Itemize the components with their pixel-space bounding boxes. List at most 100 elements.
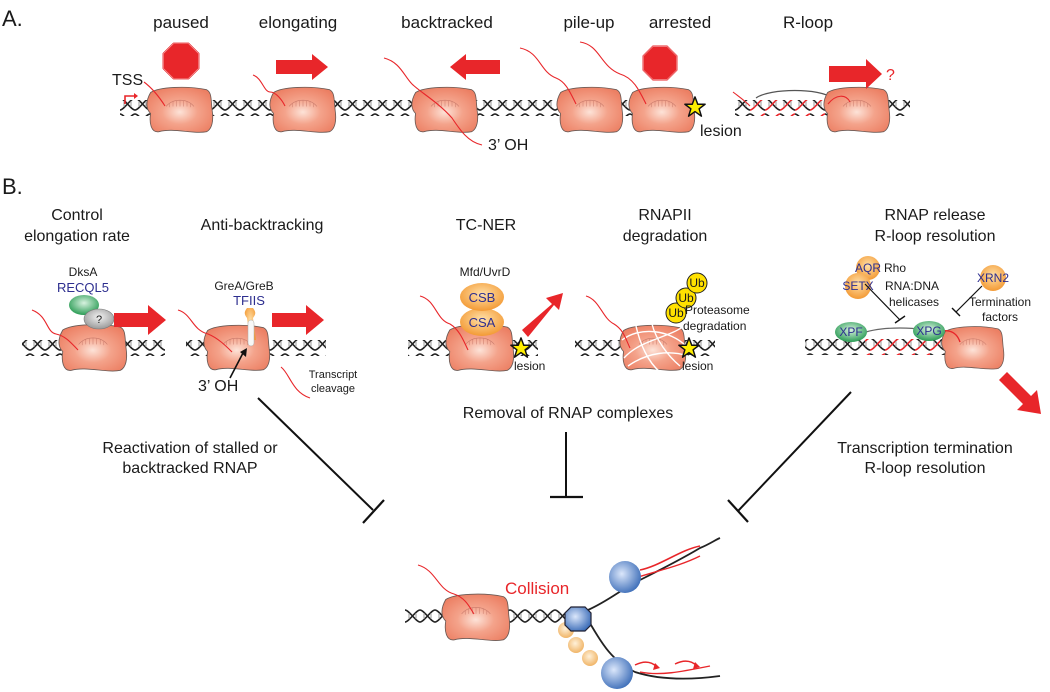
dna-rna-hybrid-a	[750, 100, 830, 116]
arrow-right-icon	[114, 305, 166, 335]
replisome-polymerase-bottom	[601, 657, 633, 689]
outcome-left: Reactivation of stalled or	[102, 440, 278, 457]
rnap-pile-up	[556, 86, 624, 133]
state-label-r-loop: R-loop	[783, 13, 833, 32]
inhibition-line-right	[737, 391, 852, 512]
replisome-polymerase-top	[609, 561, 641, 593]
outcome-right: Transcription termination	[837, 440, 1012, 457]
rnap-arrested	[628, 86, 696, 133]
setx-protein	[845, 273, 871, 299]
ssb-protein	[582, 650, 598, 666]
note-transcript: Transcript	[309, 369, 358, 381]
xpg-protein	[913, 321, 945, 341]
lesion-label: lesion	[682, 359, 713, 373]
three-oh-label: 3’ OH	[198, 378, 238, 395]
xpg-label: XPG	[916, 324, 941, 338]
mechanism-title-line2: elongation rate	[24, 228, 130, 245]
mechanism-title: RNAP release	[884, 207, 985, 224]
outcome-center: Removal of RNAP complexes	[463, 405, 673, 422]
leading-synthesis-arrow	[634, 555, 701, 579]
stop-sign-icon	[642, 45, 678, 81]
factor-mfd-uvrd: Mfd/UvrD	[460, 265, 511, 279]
lagging-strand	[587, 619, 721, 680]
mechanism-tc-ner: TC-NER Mfd/UvrD CSB CSA lesion	[408, 217, 563, 373]
termination-label-line2: factors	[982, 310, 1018, 324]
arrow-right-icon	[276, 54, 328, 80]
tfiis-stalk	[247, 319, 255, 347]
arrow-left-icon	[450, 54, 500, 80]
arrow-right-icon	[829, 59, 882, 89]
dna-strand-a-left	[120, 100, 692, 116]
aqr-label: AQR	[855, 261, 881, 275]
rnap	[941, 326, 1005, 370]
inhibition-line	[864, 283, 901, 321]
okazaki-fragments	[639, 665, 711, 675]
outcome-right-line2: R-loop resolution	[865, 460, 986, 477]
mechanism-title: TC-NER	[456, 217, 516, 234]
mechanism-anti-backtracking: Anti-backtracking GreA/GreB TFIIS 3’ OH …	[177, 217, 358, 399]
csb-label: CSB	[469, 290, 496, 305]
inhibition-bar	[894, 315, 906, 324]
note-cleavage: cleavage	[311, 383, 355, 395]
termination-label: Termination	[969, 295, 1031, 309]
state-label-backtracked: backtracked	[401, 13, 493, 32]
question-mark-label: ?	[886, 67, 895, 84]
state-label-pile-up: pile-up	[563, 13, 614, 32]
helicase-label-line2: helicases	[889, 295, 939, 309]
arrow-right-icon	[272, 305, 324, 335]
ub-label: Ub	[668, 306, 684, 320]
panel-b-label: B.	[2, 174, 23, 199]
outcome-left-line2: backtracked RNAP	[122, 460, 257, 477]
state-label-paused: paused	[153, 13, 209, 32]
xrn2-label: XRN2	[977, 271, 1009, 285]
note-degradation: degradation	[683, 319, 746, 333]
okazaki-arrow	[634, 661, 658, 668]
csa-label: CSA	[469, 315, 496, 330]
inhibition-bar-right	[727, 499, 749, 523]
csb-protein	[460, 283, 504, 311]
unknown-label: ?	[96, 314, 102, 326]
arrowhead-icon	[693, 662, 700, 669]
helicase-icon	[564, 606, 592, 632]
inhibition-line	[955, 285, 983, 313]
dna-strand	[805, 339, 865, 355]
leading-strand	[587, 537, 721, 611]
xrn2-protein	[980, 265, 1006, 291]
xpf-protein	[835, 322, 867, 342]
mechanism-title-line2: R-loop resolution	[875, 228, 996, 245]
note-proteasome: Proteasome	[685, 303, 750, 317]
mechanism-rnapii-degradation: RNAPII degradation Ub Ub Ub Proteasome d…	[575, 207, 750, 373]
pointer-arrow	[229, 352, 244, 379]
tss-arrow-icon	[124, 95, 134, 104]
transcript-pile-up	[519, 47, 577, 105]
tss-arrowhead-icon	[134, 93, 138, 99]
ubiquitin	[686, 272, 708, 294]
arrowhead-icon	[653, 663, 660, 670]
outcome-connectors	[257, 391, 852, 524]
transcript	[177, 309, 233, 353]
rnap-elongating	[269, 86, 337, 133]
state-label-elongating: elongating	[259, 13, 337, 32]
mechanism-control-elongation: Control elongation rate DksA RECQL5 ?	[22, 207, 166, 372]
pointer-arrowhead-icon	[240, 348, 247, 357]
mechanism-title: Anti-backtracking	[201, 217, 324, 234]
setx-label: SETX	[842, 279, 873, 293]
transcript-r-loop	[732, 91, 851, 107]
mechanism-title: RNAPII	[638, 207, 691, 224]
collision-label: Collision	[505, 579, 569, 598]
dna-rna-hybrid	[865, 339, 940, 355]
ssb-protein	[568, 637, 584, 653]
arrow-down-right-icon	[999, 372, 1041, 414]
ubiquitin	[665, 302, 687, 324]
okazaki-arrow	[674, 660, 698, 667]
factor-grea-greb: GreA/GreB	[214, 279, 273, 293]
ub-label: Ub	[689, 276, 705, 290]
rnap-backtracked	[411, 86, 479, 133]
tss-label: TSS	[112, 72, 143, 89]
stop-sign-icon	[162, 42, 200, 80]
panel-a-state-labels: paused elongating backtracked pile-up ar…	[153, 13, 833, 32]
arrow-up-right-icon	[522, 293, 563, 337]
three-oh-label: 3’ OH	[488, 137, 528, 154]
transcript	[585, 295, 631, 349]
lesion-label: lesion	[514, 359, 545, 373]
